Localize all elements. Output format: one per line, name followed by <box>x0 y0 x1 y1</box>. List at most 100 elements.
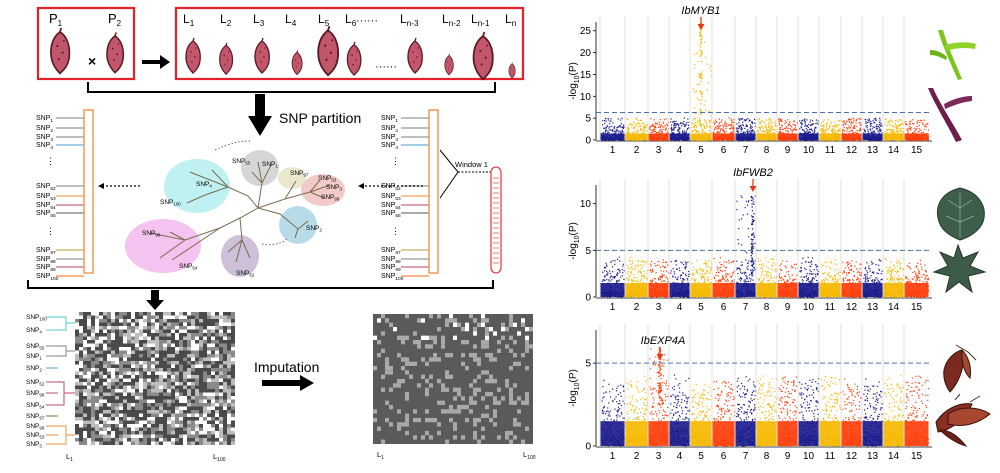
snp-point <box>682 296 684 299</box>
snp-point <box>850 123 852 125</box>
peak-point <box>700 80 702 83</box>
snp-point <box>750 129 752 132</box>
snp-point <box>727 260 730 262</box>
snp-point <box>671 130 673 132</box>
snp-point <box>804 132 806 134</box>
snp-point <box>639 125 641 127</box>
snp-point <box>730 275 732 278</box>
snp-point <box>695 124 697 126</box>
snp-point <box>854 131 856 133</box>
snp-point <box>685 273 687 275</box>
snp-point <box>781 132 783 134</box>
snp-point <box>913 127 915 129</box>
snp-point <box>827 119 829 121</box>
line-label: L6 <box>345 12 357 28</box>
snp-point <box>635 296 637 299</box>
snp-point <box>608 127 610 129</box>
snp-point <box>702 268 704 270</box>
snp-point <box>657 131 659 134</box>
snp-point <box>859 129 861 131</box>
heatmap-x-start: L1 <box>66 452 73 463</box>
snp-point <box>767 125 770 128</box>
chromosome-label: 3 <box>656 302 662 313</box>
snp-point <box>618 280 620 282</box>
snp-point <box>881 125 883 127</box>
snp-point <box>823 125 825 127</box>
snp-label: SNP3 <box>36 134 53 143</box>
snp-point <box>651 280 653 282</box>
snp-point <box>920 132 923 134</box>
snp-point <box>843 126 845 128</box>
snp-point <box>700 268 702 271</box>
snp-point <box>662 131 664 133</box>
snp-point <box>799 128 801 130</box>
snp-point <box>754 122 756 124</box>
snp-point <box>894 131 896 133</box>
snp-point <box>637 125 640 128</box>
snp-point <box>790 125 792 127</box>
snp-point <box>901 122 903 125</box>
snp-point <box>806 130 808 132</box>
snp-point <box>742 132 744 134</box>
snp-point <box>833 129 835 131</box>
line-label: L2 <box>220 12 232 28</box>
snp-point <box>682 281 684 283</box>
snp-point <box>704 127 706 129</box>
snp-point <box>657 277 660 279</box>
snp-point <box>878 127 880 129</box>
snp-point <box>694 129 697 131</box>
snp-point <box>604 120 606 122</box>
snp-point <box>674 276 676 278</box>
heatmap-row-label: SNP98 <box>26 390 45 398</box>
snp-point <box>649 127 651 129</box>
chromosome-label: 9 <box>785 145 791 156</box>
snp-point <box>832 128 834 130</box>
snp-point <box>687 282 689 284</box>
snp-bar-right <box>428 109 439 274</box>
snp-point <box>891 125 893 127</box>
snp-point <box>901 120 903 122</box>
snp-point <box>660 128 662 131</box>
snp-point <box>879 121 881 124</box>
snp-point <box>680 261 682 263</box>
snp-point <box>766 131 768 134</box>
snp-point <box>784 120 786 122</box>
snp-point <box>698 139 700 141</box>
snp-ellipsis: ⋮ <box>391 226 400 236</box>
snp-point <box>663 126 665 128</box>
snp-point <box>749 131 751 133</box>
snp-point <box>641 278 643 280</box>
snp-point <box>906 129 908 131</box>
snp-point <box>850 121 853 123</box>
lines-box <box>174 6 525 81</box>
snp-point <box>702 123 705 126</box>
peak-point <box>701 51 703 54</box>
snp-point <box>846 139 848 141</box>
snp-point <box>608 279 610 281</box>
snp-point <box>666 278 669 280</box>
snp-point <box>747 280 750 282</box>
snp-point <box>616 129 618 131</box>
snp-point <box>606 270 608 272</box>
snp-point <box>663 270 665 272</box>
snp-point <box>925 124 927 126</box>
snp-point <box>811 123 813 125</box>
snp-point <box>660 275 662 277</box>
snp-point <box>848 121 851 123</box>
snp-point <box>745 119 747 121</box>
snp-point <box>815 127 817 129</box>
snp-point <box>733 270 735 272</box>
snp-point <box>800 126 802 128</box>
snp-point <box>811 129 813 131</box>
snp-point <box>722 124 724 126</box>
snp-point <box>670 272 672 274</box>
peak-point <box>701 73 703 76</box>
sweetpotato-root-icon <box>444 53 454 76</box>
snp-point <box>646 277 648 279</box>
snp-point <box>665 127 667 129</box>
snp-point <box>634 126 636 128</box>
sweetpotato-root-icon <box>291 49 303 76</box>
snp-point <box>867 129 869 131</box>
heatmap-row-label: SNP97 <box>26 413 45 421</box>
